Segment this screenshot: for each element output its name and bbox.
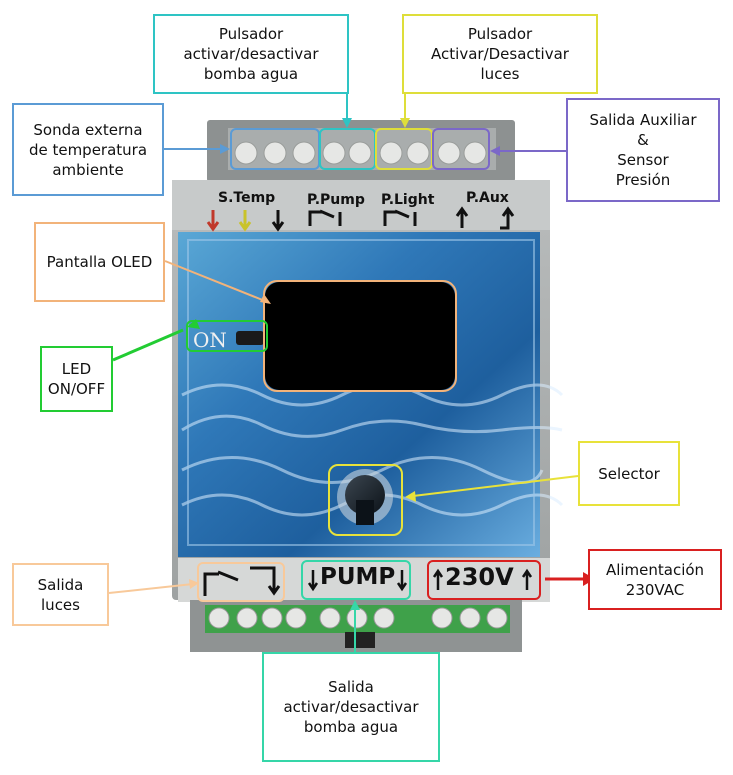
top-label-arrows	[206, 206, 515, 232]
label-230v: 230V	[445, 563, 514, 591]
callout-salida-bomba: Salida activar/desactivar bomba agua	[262, 652, 440, 762]
callout-selector: Selector	[578, 441, 680, 506]
callout-led: LED ON/OFF	[40, 346, 113, 412]
highlight-selector	[328, 464, 403, 536]
callout-salida-aux: Salida Auxiliar & Sensor Presión	[566, 98, 720, 202]
label-on: ON	[193, 328, 227, 352]
callout-sonda: Sonda externa de temperatura ambiente	[12, 103, 164, 196]
highlight-led	[186, 320, 268, 352]
highlight-salida-luces	[197, 562, 285, 602]
label-p-aux: P.Aux	[466, 190, 509, 206]
highlight-pulsador-luces	[375, 128, 433, 170]
highlight-salida-aux	[432, 128, 490, 170]
label-s-temp: S.Temp	[218, 190, 276, 206]
highlight-pantalla	[263, 280, 457, 392]
callout-pulsador-bomba: Pulsador activar/desactivar bomba agua	[153, 14, 349, 94]
highlight-alimentacion	[427, 560, 541, 600]
oled-screen-photo	[265, 282, 455, 390]
top-terminal-screws	[234, 141, 487, 165]
selector-knob-photo	[345, 475, 385, 515]
callout-pantalla: Pantalla OLED	[34, 222, 165, 302]
bottom-terminal-screws	[208, 607, 508, 629]
bottom-relay-symbol	[203, 566, 281, 596]
label-pump: PUMP	[320, 564, 396, 590]
label-p-light: P.Light	[381, 192, 435, 208]
callout-pulsador-luces: Pulsador Activar/Desactivar luces	[402, 14, 598, 94]
bottom-label-strip	[178, 558, 550, 602]
highlight-sonda	[230, 128, 320, 170]
highlight-salida-bomba	[301, 560, 411, 600]
callout-alimentacion: Alimentación 230VAC	[588, 549, 722, 610]
callout-salida-luces: Salida luces	[12, 563, 109, 626]
label-p-pump: P.Pump	[307, 192, 365, 208]
highlight-pulsador-bomba	[319, 128, 376, 170]
led-photo	[236, 331, 264, 345]
